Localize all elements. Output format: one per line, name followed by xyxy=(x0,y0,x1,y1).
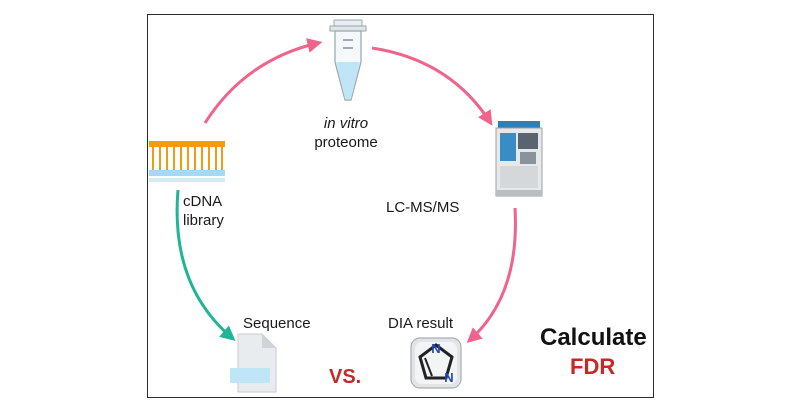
dia-icon-letter-top: N xyxy=(431,341,440,356)
arrow-proteome-to-lcms xyxy=(371,46,493,126)
cdna-label-line2: library xyxy=(183,212,224,229)
cdna-library-icon xyxy=(149,141,225,182)
dia-icon-letter-bottom: N xyxy=(444,370,453,385)
sequence-label: Sequence xyxy=(243,315,311,332)
cdna-label-line1: cDNA xyxy=(183,193,223,210)
diagram-frame xyxy=(147,14,654,398)
sequence-file-icon xyxy=(230,333,277,393)
cdna-library-label: cDNA library xyxy=(183,192,224,230)
test-tube-icon xyxy=(329,19,367,101)
arrow-cdna-to-proteome xyxy=(203,38,323,124)
proteome-label: in vitro proteome xyxy=(296,114,396,152)
calculate-label: Calculate xyxy=(540,324,647,351)
arrow-cdna-to-sequence xyxy=(175,189,236,341)
arrow-lcms-to-dia xyxy=(466,207,517,344)
fdr-label: FDR xyxy=(570,354,616,379)
dia-result-app-icon: N N xyxy=(410,337,462,389)
proteome-label-text: proteome xyxy=(314,134,378,151)
lcms-label: LC-MS/MS xyxy=(386,199,460,216)
proteome-label-italic: in vitro xyxy=(323,115,369,132)
mass-spectrometer-icon xyxy=(495,121,543,197)
dia-result-label: DIA result xyxy=(388,315,454,332)
versus-label: VS. xyxy=(329,366,362,388)
